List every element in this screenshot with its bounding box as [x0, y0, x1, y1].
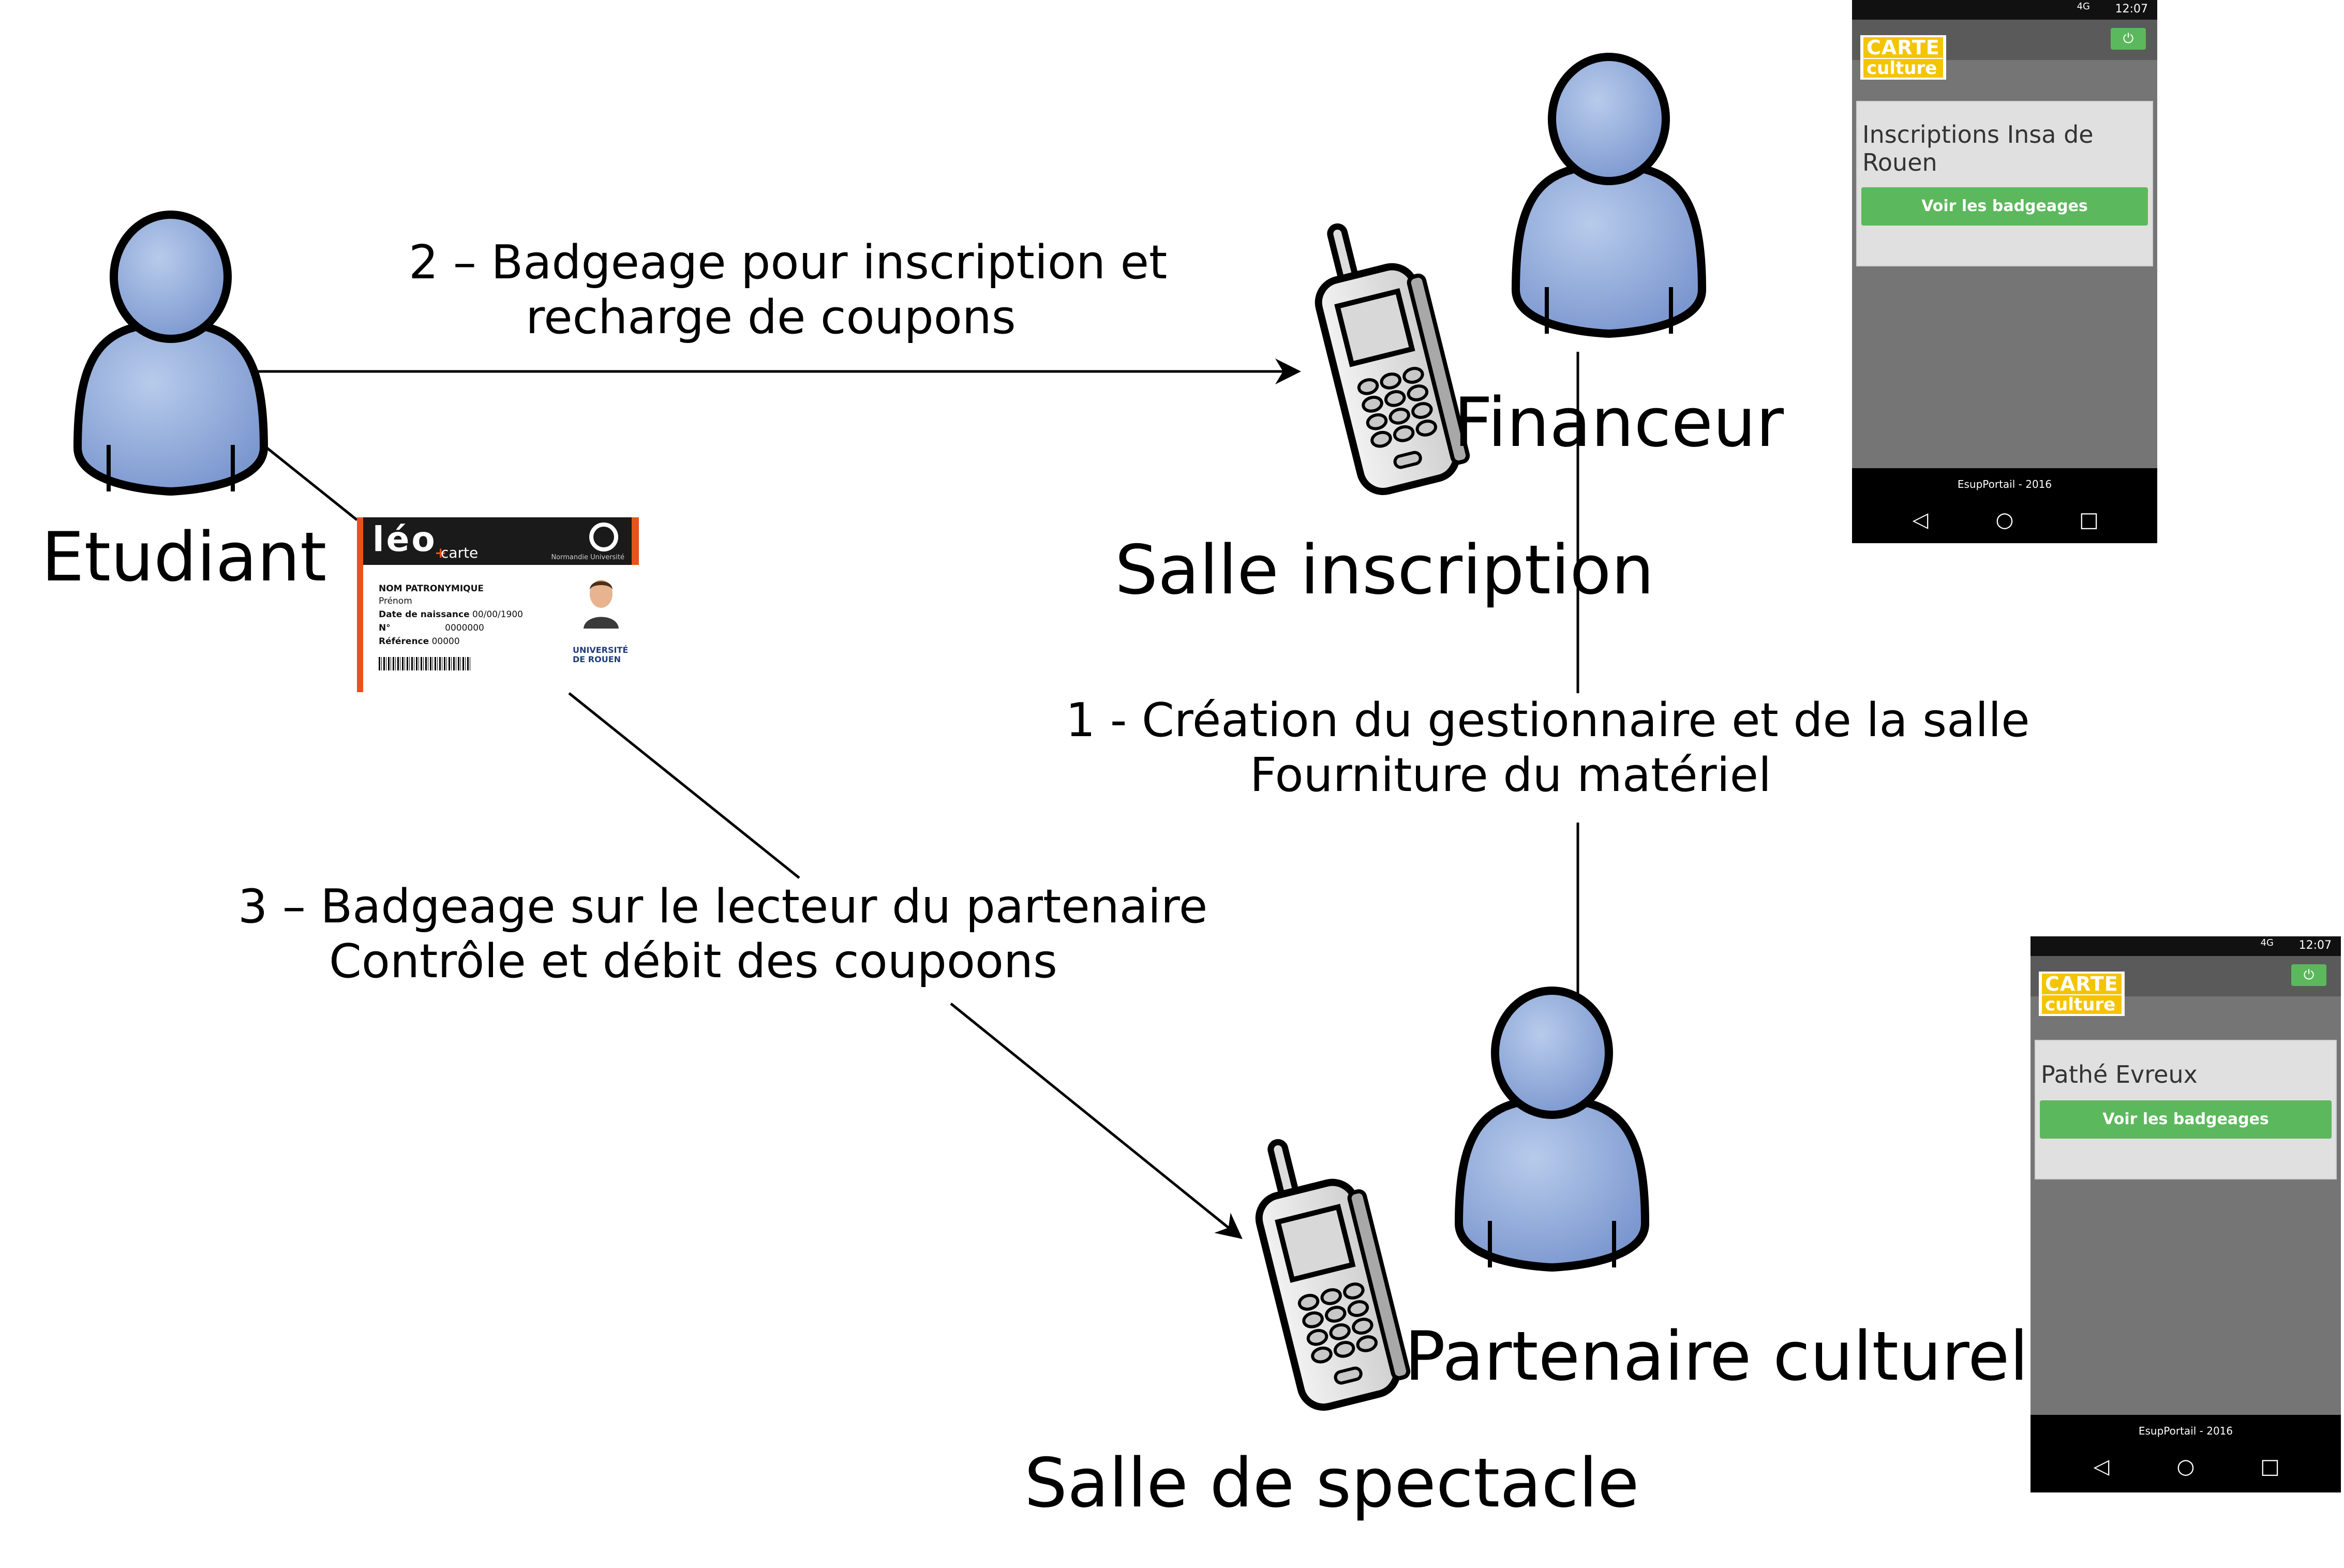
card-first-name: Prénom	[379, 596, 412, 606]
status-time: 12:07	[2298, 939, 2332, 952]
student-person-icon	[73, 211, 268, 496]
card-birth-row: Date de naissance 00/00/1900	[379, 609, 523, 620]
recent-apps-icon[interactable]: □	[2260, 1455, 2280, 1479]
step3-line1: 3 – Badgeage sur le lecteur du partenair…	[238, 879, 1208, 934]
network-indicator: 4G	[2260, 937, 2274, 948]
funder-label: Financeur	[1454, 383, 1784, 462]
logo-carte-text: CARTE	[1863, 37, 1943, 58]
step2-label: 2 – Badgeage pour inscription et recharg…	[409, 235, 1168, 345]
recent-apps-icon[interactable]: □	[2079, 508, 2099, 532]
funder-person-icon	[1511, 53, 1707, 338]
card-barcode	[379, 657, 472, 670]
student-label: Etudiant	[41, 517, 327, 596]
card-birth-value: 00/00/1900	[472, 609, 523, 620]
show-handset-icon	[1255, 1139, 1411, 1411]
power-button[interactable]: ⏻	[2111, 28, 2146, 50]
partner-person-icon	[1454, 987, 1650, 1272]
status-bar: 4G 12:07	[1852, 0, 2157, 20]
card-plus-icon: +	[435, 544, 447, 561]
card-university-label: Normandie Université	[551, 554, 624, 561]
panel-title: Inscriptions Insa de Rouen	[1862, 121, 2094, 177]
card-reference-row: Référence 00000	[379, 636, 460, 647]
card-photo	[580, 574, 622, 629]
phone-screen-registration: 4G 12:07 ⏻ CARTE culture Inscriptions In…	[1852, 0, 2157, 543]
partner-panel: Pathé Evreux Voir les badgeages	[2035, 1040, 2337, 1179]
step3-line2: Contrôle et débit des coupoons	[329, 934, 1057, 989]
home-icon[interactable]: ○	[1995, 508, 2014, 532]
registration-panel: Inscriptions Insa de Rouen Voir les badg…	[1856, 101, 2153, 266]
app-bar: ⏻	[1852, 20, 2157, 60]
registration-handset-icon	[1315, 223, 1470, 496]
back-icon[interactable]: ◁	[1912, 508, 1929, 532]
card-name-field: NOM PATRONYMIQUE	[379, 584, 484, 594]
card-header: léo + carte Normandie Université	[363, 517, 639, 565]
registration-room-label: Salle inscription	[1115, 530, 1654, 609]
view-badges-button[interactable]: Voir les badgeages	[1861, 187, 2148, 226]
arrow-step3	[950, 1003, 1243, 1240]
card-connector	[265, 446, 358, 521]
card-birth-label: Date de naissance	[379, 609, 470, 620]
back-icon[interactable]: ◁	[2093, 1455, 2110, 1479]
logo-culture-text: culture	[1863, 59, 1943, 78]
card-number-row: N° 0000000	[379, 623, 484, 633]
step1-line1: 1 - Création du gestionnaire et de la sa…	[1066, 693, 2030, 748]
card-reference-value: 00000	[431, 636, 460, 647]
carte-culture-logo: CARTE culture	[1860, 35, 1946, 80]
android-nav-bar: ◁ ○ □	[1852, 494, 2157, 543]
status-time: 12:07	[2115, 3, 2148, 16]
status-bar: 4G 12:07	[2031, 936, 2341, 956]
home-icon[interactable]: ○	[2176, 1455, 2195, 1479]
card-reference-label: Référence	[379, 636, 429, 647]
card-number-value: 0000000	[445, 623, 484, 633]
card-stripe	[632, 517, 639, 565]
network-indicator: 4G	[2077, 1, 2090, 12]
step2-line1: 2 – Badgeage pour inscription et	[409, 235, 1168, 290]
phone-screen-partner: 4G 12:07 ⏻ CARTE culture Pathé Evreux Vo…	[2031, 936, 2341, 1492]
step1-line2: Fourniture du matériel	[1249, 748, 1772, 803]
student-card: léo + carte Normandie Université NOM PAT…	[357, 517, 639, 692]
logo-culture-text: culture	[2042, 995, 2122, 1014]
partner-label: Partenaire culturel	[1405, 1317, 2028, 1396]
card-number-label: N°	[379, 623, 391, 633]
logo-carte-text: CARTE	[2042, 974, 2122, 994]
line-card-to-step3	[568, 692, 800, 879]
step3-label: 3 – Badgeage sur le lecteur du partenair…	[238, 879, 1208, 989]
view-badges-button[interactable]: Voir les badgeages	[2040, 1100, 2332, 1139]
card-university-logo: UNIVERSITÉ DE ROUEN	[573, 645, 629, 664]
android-nav-bar: ◁ ○ □	[2031, 1441, 2341, 1492]
card-logo: léo	[372, 519, 437, 559]
carte-culture-logo: CARTE culture	[2039, 972, 2125, 1016]
show-room-label: Salle de spectacle	[1024, 1443, 1639, 1522]
normandie-emblem-icon	[589, 522, 618, 551]
card-logo-sub: carte	[441, 544, 479, 561]
panel-title: Pathé Evreux	[2041, 1061, 2198, 1088]
step1-label: 1 - Création du gestionnaire et de la sa…	[1066, 693, 2030, 803]
power-button[interactable]: ⏻	[2291, 964, 2326, 986]
step2-line2: recharge de coupons	[526, 290, 1016, 345]
